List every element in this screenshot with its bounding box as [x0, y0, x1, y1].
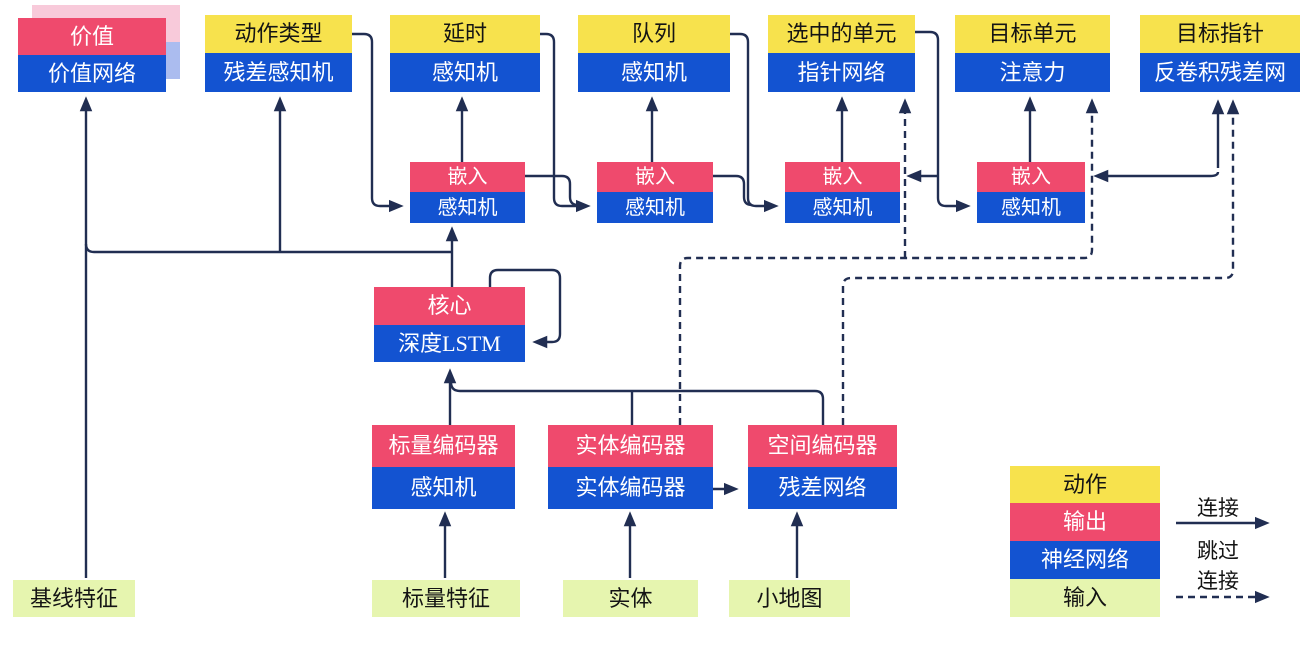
node-minimap: 小地图 [729, 580, 850, 617]
node-core-network-row: 深度LSTM [374, 325, 525, 362]
node-embed2-network-row: 感知机 [597, 192, 713, 223]
skip-entityenc-to-attention [678, 98, 1099, 425]
node-target-pointer: 目标指针 反卷积残差网 [1140, 15, 1300, 92]
node-minimap-label: 小地图 [729, 580, 850, 617]
node-spatial-encoder-output-row: 空间编码器 [748, 425, 897, 467]
node-baseline-features-label: 基线特征 [13, 580, 135, 617]
legend-action-row: 动作 [1010, 466, 1160, 503]
node-value-output-row: 价值 [18, 18, 166, 55]
legend-input-row: 输入 [1010, 579, 1160, 617]
node-entities: 实体 [563, 580, 698, 617]
edge-left-to-embed4-right [1093, 169, 1220, 183]
edge-actiontype-to-embed1 [352, 32, 404, 213]
node-entity-encoder-output-row: 实体编码器 [548, 425, 713, 467]
node-embed3: 嵌入 感知机 [785, 162, 900, 223]
node-embed1-output-row: 嵌入 [410, 162, 525, 192]
node-queue: 队列 感知机 [578, 15, 730, 92]
edge-embed1-to-embed2 [525, 174, 579, 207]
edge-selected-to-embed4 [915, 30, 971, 213]
node-embed4: 嵌入 感知机 [977, 162, 1085, 223]
node-selected-units-network-row: 指针网络 [768, 53, 915, 92]
legend-skip-label-line2: 连接 [1197, 569, 1239, 593]
node-delay: 延时 感知机 [390, 15, 540, 92]
node-value-network-row: 价值网络 [18, 55, 166, 92]
skip-spatialenc-to-deconv [841, 99, 1240, 425]
node-target-pointer-network-row: 反卷积残差网 [1140, 53, 1300, 92]
edge-encoder-trunk [449, 381, 815, 393]
node-embed1-network-row: 感知机 [410, 192, 525, 223]
node-action-type-action-row: 动作类型 [205, 15, 352, 53]
node-spatial-encoder-network-row: 残差网络 [748, 467, 897, 509]
node-entities-label: 实体 [563, 580, 698, 617]
node-scalar-encoder: 标量编码器 感知机 [372, 425, 515, 509]
node-embed1: 嵌入 感知机 [410, 162, 525, 223]
node-core: 核心 深度LSTM [374, 287, 525, 362]
node-delay-network-row: 感知机 [390, 53, 540, 92]
edge-trunk-left [84, 243, 452, 254]
node-selected-units: 选中的单元 指针网络 [768, 15, 915, 92]
node-selected-units-action-row: 选中的单元 [768, 15, 915, 53]
node-target-unit: 目标单元 注意力 [955, 15, 1110, 92]
node-target-unit-network-row: 注意力 [955, 53, 1110, 92]
edge-delay-to-embed2 [540, 32, 591, 213]
node-embed2-output-row: 嵌入 [597, 162, 713, 192]
legend-connection-label: 连接 [1197, 496, 1239, 520]
node-action-type: 动作类型 残差感知机 [205, 15, 352, 92]
node-baseline-features: 基线特征 [13, 580, 135, 617]
edge-core-self-loop [488, 268, 562, 349]
node-scalar-features-label: 标量特征 [372, 580, 520, 617]
node-value: 价值 价值网络 [18, 18, 166, 92]
node-scalar-encoder-network-row: 感知机 [372, 467, 515, 509]
node-embed3-network-row: 感知机 [785, 192, 900, 223]
node-scalar-features: 标量特征 [372, 580, 520, 617]
node-action-type-network-row: 残差感知机 [205, 53, 352, 92]
legend-color-key: 动作 输出 神经网络 输入 [1010, 466, 1160, 617]
node-embed2: 嵌入 感知机 [597, 162, 713, 223]
legend-output-row: 输出 [1010, 503, 1160, 541]
node-embed4-output-row: 嵌入 [977, 162, 1085, 192]
node-entity-encoder-network-row: 实体编码器 [548, 467, 713, 509]
node-target-pointer-action-row: 目标指针 [1140, 15, 1300, 53]
node-delay-action-row: 延时 [390, 15, 540, 53]
node-entity-encoder: 实体编码器 实体编码器 [548, 425, 713, 509]
node-queue-action-row: 队列 [578, 15, 730, 53]
node-spatial-encoder: 空间编码器 残差网络 [748, 425, 897, 509]
edge-embed2-to-embed3 [713, 174, 753, 207]
node-embed4-network-row: 感知机 [977, 192, 1085, 223]
node-core-output-row: 核心 [374, 287, 525, 325]
node-queue-network-row: 感知机 [578, 53, 730, 92]
edge-queue-to-embed3 [730, 32, 779, 213]
edge-spatialenc-to-trunk [814, 389, 825, 425]
node-scalar-encoder-output-row: 标量编码器 [372, 425, 515, 467]
node-embed3-output-row: 嵌入 [785, 162, 900, 192]
legend-network-row: 神经网络 [1010, 541, 1160, 579]
node-target-unit-action-row: 目标单元 [955, 15, 1110, 53]
legend-skip-label-line1: 跳过 [1197, 539, 1239, 563]
